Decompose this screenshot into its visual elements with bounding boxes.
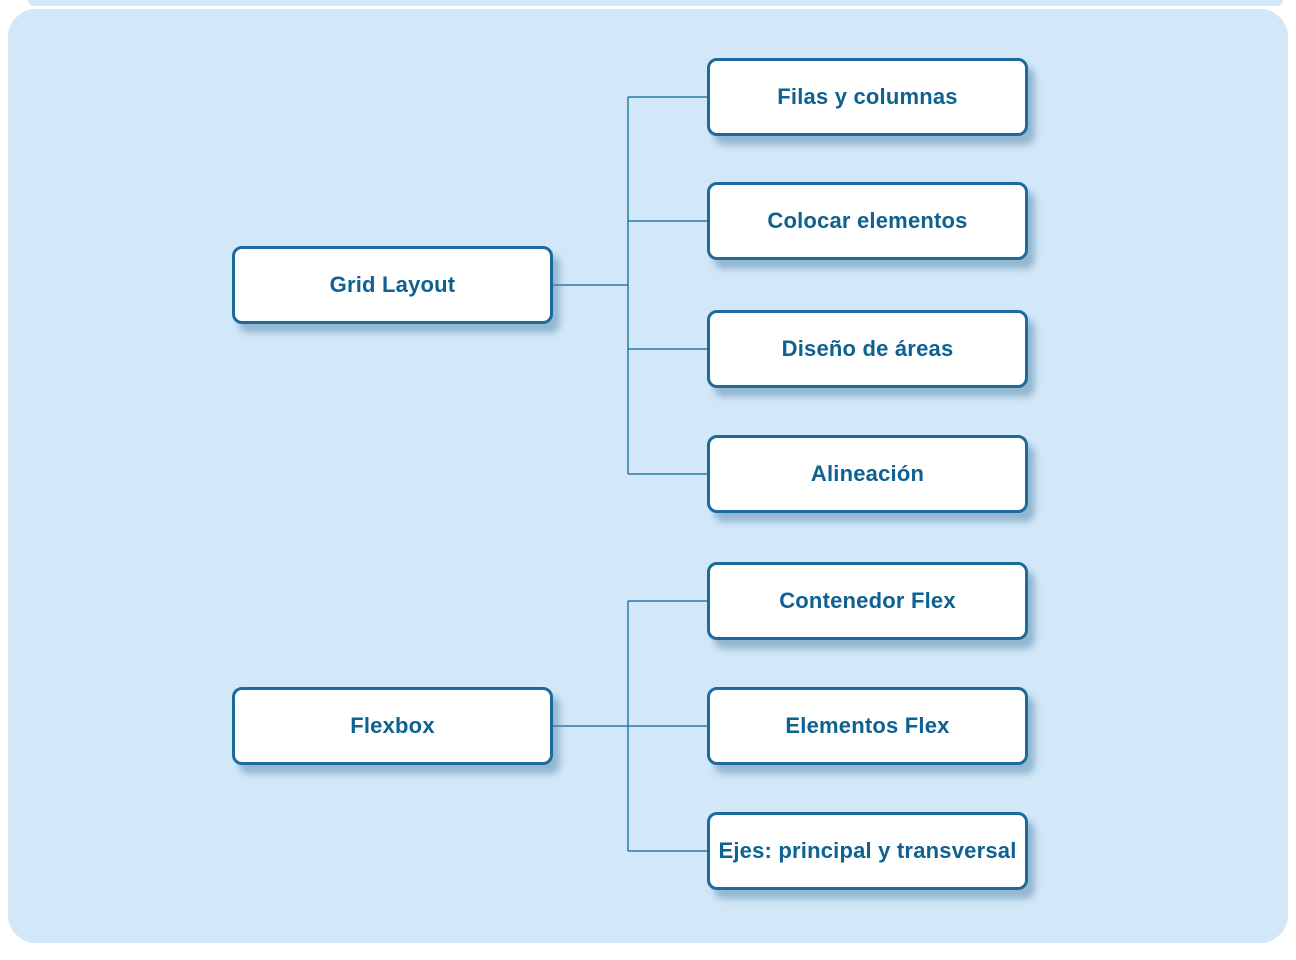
node-flexbox: Flexbox bbox=[232, 687, 553, 765]
node-grid-layout: Grid Layout bbox=[232, 246, 553, 324]
node-label: Colocar elementos bbox=[767, 208, 968, 233]
node-label: Filas y columnas bbox=[777, 84, 958, 109]
node-label: Grid Layout bbox=[329, 272, 456, 297]
node-label: Diseño de áreas bbox=[781, 336, 954, 361]
node-label: Alineación bbox=[810, 461, 925, 486]
node-alineacion: Alineación bbox=[707, 435, 1028, 513]
node-elementos-flex: Elementos Flex bbox=[707, 687, 1028, 765]
node-label: Flexbox bbox=[350, 713, 435, 738]
node-ejes-principal-y-transversal: Ejes: principal y transversal bbox=[707, 812, 1028, 890]
page-edge-strip bbox=[28, 0, 1283, 6]
node-label: Elementos Flex bbox=[785, 713, 950, 738]
diagram-panel bbox=[8, 9, 1288, 943]
node-colocar-elementos: Colocar elementos bbox=[707, 182, 1028, 260]
node-label: Ejes: principal y transversal bbox=[718, 838, 1017, 863]
node-label: Contenedor Flex bbox=[779, 588, 956, 613]
node-contenedor-flex: Contenedor Flex bbox=[707, 562, 1028, 640]
node-diseno-de-areas: Diseño de áreas bbox=[707, 310, 1028, 388]
node-filas-y-columnas: Filas y columnas bbox=[707, 58, 1028, 136]
